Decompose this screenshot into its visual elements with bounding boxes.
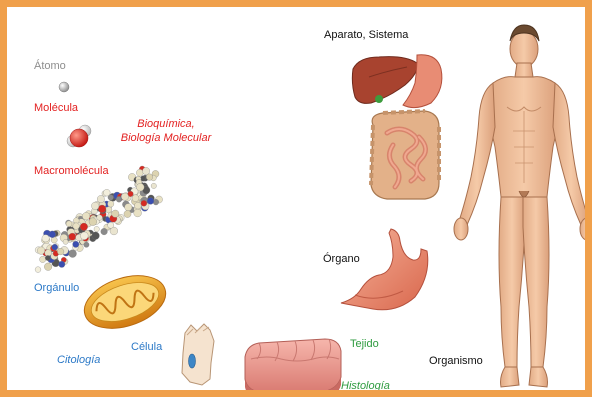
label-biochemistry-2: Biología Molecular	[111, 132, 221, 144]
protein-atom	[73, 241, 79, 247]
protein-atom	[49, 231, 56, 238]
protein-atom	[151, 183, 156, 188]
protein-atom	[63, 239, 68, 244]
protein-atom	[73, 223, 80, 230]
protein-atom	[141, 200, 147, 206]
protein-atom	[80, 223, 88, 231]
protein-atom	[66, 221, 72, 227]
protein-atom	[82, 212, 90, 220]
label-biochemistry-1: Bioquímica,	[111, 118, 221, 130]
protein-atom	[37, 247, 45, 255]
label-organism: Organismo	[429, 355, 483, 367]
label-cytology: Citología	[57, 354, 100, 366]
label-organ: Órgano	[323, 253, 360, 265]
label-organelle: Orgánulo	[34, 282, 79, 294]
protein-atom	[98, 205, 106, 213]
protein-atom	[121, 193, 128, 200]
protein-atom	[89, 218, 97, 226]
protein-atom	[101, 228, 108, 235]
stomach-icon	[341, 229, 428, 310]
mitochondrion-icon	[78, 266, 173, 338]
protein-atom	[69, 250, 77, 258]
protein-atom	[42, 235, 49, 242]
label-system: Aparato, Sistema	[324, 29, 408, 41]
tissue-block-icon	[245, 339, 341, 397]
protein-atom	[44, 263, 52, 271]
protein-atom	[84, 242, 89, 247]
digestive-system-icon	[352, 55, 442, 199]
protein-atom	[94, 226, 99, 231]
protein-atom	[52, 244, 58, 250]
protein-atom	[80, 232, 88, 240]
protein-atom	[91, 202, 99, 210]
illustrations	[7, 7, 592, 397]
epithelial-cell-icon	[182, 324, 214, 385]
label-atom: Átomo	[34, 60, 66, 72]
atom-sphere-icon	[59, 82, 69, 92]
protein-atom	[112, 210, 119, 217]
protein-atom	[124, 210, 131, 217]
protein-atom	[136, 183, 144, 191]
protein-atom	[97, 195, 104, 202]
protein-atom	[59, 261, 65, 267]
protein-atom	[69, 233, 76, 240]
protein-atom	[40, 256, 46, 262]
protein-atom	[134, 209, 142, 217]
protein-atom	[73, 218, 79, 224]
protein-atom	[45, 255, 50, 260]
protein-atom	[132, 195, 139, 202]
protein-atom	[142, 167, 149, 174]
protein-atom	[103, 189, 110, 196]
protein-atom	[35, 267, 41, 273]
protein-atom	[134, 202, 141, 209]
label-molecule: Molécula	[34, 102, 78, 114]
label-macromolecule: Macromolécula	[34, 165, 109, 177]
protein-atom	[136, 169, 143, 176]
protein-atom	[125, 204, 132, 211]
label-histology: Histología	[341, 380, 390, 392]
protein-atom	[108, 222, 114, 228]
label-cell: Célula	[131, 341, 162, 353]
protein-atom	[146, 174, 153, 181]
protein-atom	[147, 198, 154, 205]
protein-atom	[92, 232, 100, 240]
protein-atom	[57, 248, 64, 255]
protein-atom	[97, 215, 103, 221]
human-body-icon	[454, 25, 592, 387]
protein-atom	[108, 201, 114, 207]
water-molecule-icon	[67, 125, 91, 147]
protein-macromolecule-icon	[35, 166, 162, 273]
label-tissue: Tejido	[350, 338, 379, 350]
